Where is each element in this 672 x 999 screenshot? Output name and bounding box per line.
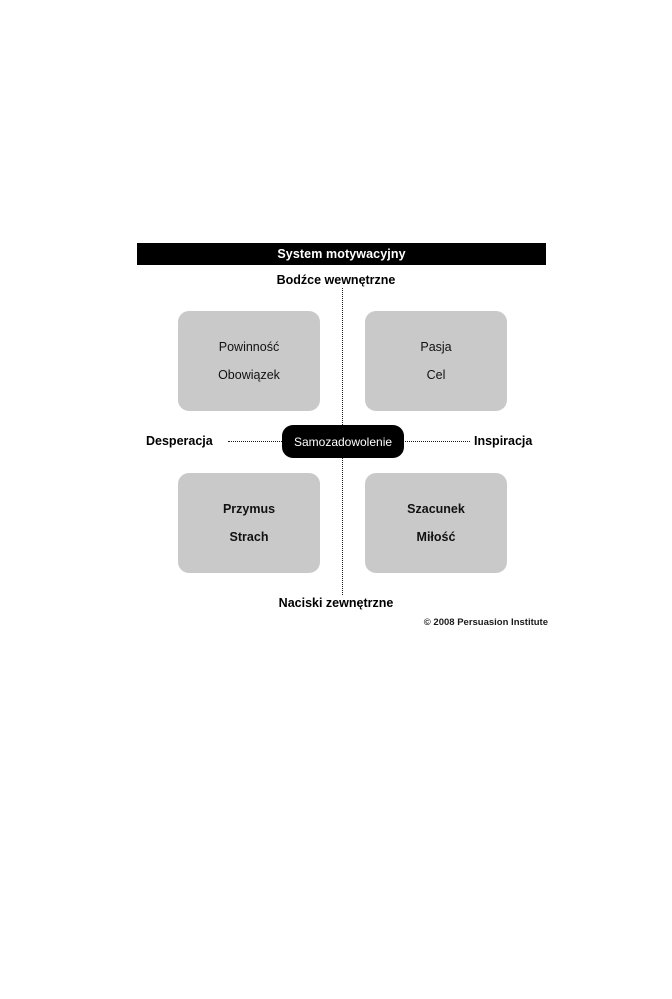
horizontal-axis-line-left	[228, 441, 286, 442]
quadrant-bottom-right-secondary: Miłość	[416, 530, 456, 544]
center-node-label: Samozadowolenie	[293, 434, 393, 449]
quadrant-top-right-primary: Pasja	[420, 339, 452, 354]
diagram-title: System motywacyjny	[277, 246, 406, 261]
quadrant-bottom-left-primary: Przymus	[222, 501, 276, 516]
axis-label-top: Bodźce wewnętrzne	[276, 273, 396, 287]
center-node: Samozadowolenie	[282, 425, 404, 458]
quadrant-top-right: Pasja Cel	[365, 311, 507, 411]
quadrant-bottom-right: Szacunek Miłość	[365, 473, 507, 573]
copyright-notice: © 2008 Persuasion Institute	[423, 617, 548, 628]
quadrant-top-left: Powinność Obowiązek	[178, 311, 320, 411]
quadrant-bottom-left-secondary: Strach	[229, 530, 269, 544]
axis-label-bottom: Naciski zewnętrzne	[278, 596, 394, 610]
quadrant-bottom-left: Przymus Strach	[178, 473, 320, 573]
horizontal-axis-line-right	[402, 441, 470, 442]
diagram-title-bar: System motywacyjny	[137, 243, 546, 265]
quadrant-top-right-secondary: Cel	[426, 368, 446, 382]
quadrant-top-left-secondary: Obowiązek	[218, 368, 280, 382]
axis-label-right: Inspiracja	[474, 434, 533, 448]
axis-label-left: Desperacja	[146, 434, 213, 448]
quadrant-top-left-primary: Powinność	[218, 339, 280, 354]
quadrant-bottom-right-primary: Szacunek	[407, 501, 465, 516]
